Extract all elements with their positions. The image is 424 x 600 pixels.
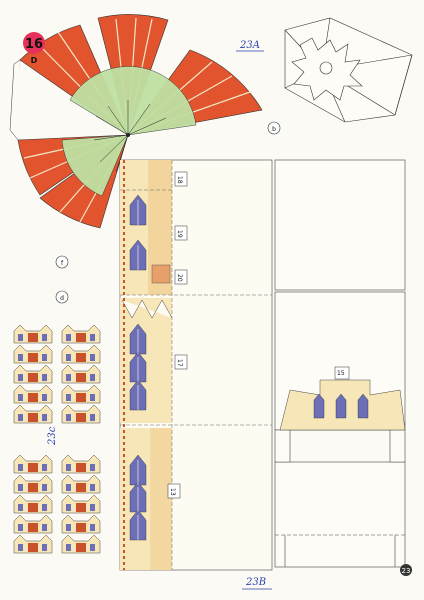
svg-text:f: f <box>61 260 64 267</box>
house-piece <box>61 364 101 384</box>
circle-marker-b: b <box>267 121 281 135</box>
roof-fan <box>9 14 263 229</box>
house-piece <box>61 514 101 534</box>
house-piece <box>61 494 101 514</box>
house-piece <box>61 404 101 424</box>
left-house-pieces <box>13 324 101 554</box>
part-label-20: 20 <box>176 274 183 282</box>
house-piece <box>13 384 53 404</box>
house-piece <box>13 364 53 384</box>
handwritten-label-23a: 23A <box>239 40 260 51</box>
part-label-15: 15 <box>337 370 345 377</box>
sheet-letter: D <box>31 56 38 65</box>
gable-wall-piece: 15 <box>279 366 406 431</box>
house-piece <box>13 534 53 554</box>
right-panels <box>274 159 406 568</box>
house-piece <box>13 474 53 494</box>
house-piece <box>13 514 53 534</box>
house-piece <box>13 324 53 344</box>
house-piece <box>61 384 101 404</box>
badge-circle <box>23 32 45 54</box>
sheet-badge: 16 D <box>23 32 45 65</box>
house-piece <box>13 494 53 514</box>
svg-text:b: b <box>272 126 276 133</box>
handwritten-label-23b: 23B <box>245 577 266 588</box>
svg-text:d: d <box>60 295 64 302</box>
house-piece <box>61 534 101 554</box>
house-piece <box>13 404 53 424</box>
house-piece <box>61 324 101 344</box>
handwritten-label-23c: 23c <box>47 426 58 446</box>
part-label-18: 18 <box>176 176 183 184</box>
circle-marker-d: d <box>55 290 69 304</box>
part-label-17: 17 <box>176 359 183 367</box>
house-piece <box>61 344 101 364</box>
house-piece <box>13 344 53 364</box>
part-label-19: 19 <box>176 230 183 238</box>
part-label-13: 13 <box>169 488 176 496</box>
page-number-badge: 23 <box>400 564 412 576</box>
sheet-number: 16 <box>25 37 43 52</box>
house-piece <box>61 474 101 494</box>
tower-wall-strip: 18 19 20 17 13 <box>119 159 273 571</box>
page-number: 23 <box>402 567 411 575</box>
circle-marker-f: f <box>55 255 69 269</box>
house-piece <box>13 454 53 474</box>
house-piece <box>61 454 101 474</box>
spire-roof-piece <box>284 17 413 123</box>
